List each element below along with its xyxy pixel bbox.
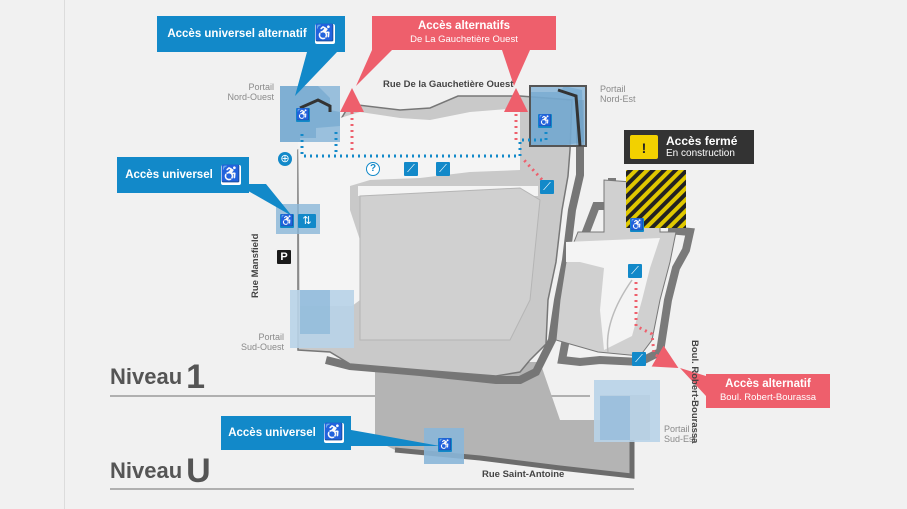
parking-icon: P: [277, 250, 291, 264]
wheelchair-icon: ♿: [296, 108, 310, 122]
callout-pointer-north-left: [356, 50, 392, 86]
alt-route-east: [634, 276, 679, 368]
wheelchair-icon: ♿: [630, 218, 644, 232]
level-u-word: Niveau: [110, 458, 183, 483]
callout-subtitle: Boul. Robert-Bourassa: [719, 392, 817, 403]
callout-pointer-west: [236, 184, 292, 216]
street-east-label: Boul. Robert-Bourassa: [689, 340, 700, 444]
callout-title: Accès alternatif: [725, 378, 811, 390]
callout-acces-universel-south[interactable]: Accès universel ♿: [221, 416, 351, 450]
level-1-word: Niveau: [110, 364, 183, 389]
wheelchair-icon: ♿: [438, 438, 452, 452]
callout-label: Accès universel alternatif: [167, 28, 307, 40]
escalator-icon: ⟋: [540, 180, 554, 194]
warning-icon: !: [630, 135, 658, 159]
info-icon: ?: [366, 162, 380, 176]
building-shadow-east: [325, 100, 584, 384]
callout-pointer-south: [340, 428, 440, 446]
wheelchair-icon: ♿: [220, 165, 241, 185]
portal-sud-ouest-label: Portail Sud-Ouest: [240, 332, 284, 352]
central-block: [359, 187, 541, 341]
portal-sud-est-label: Portail Sud-Est: [664, 424, 697, 444]
callout-acces-ferme[interactable]: ! Accès fermé En construction: [624, 130, 754, 164]
escalator-icon: ⟋: [436, 162, 450, 176]
page-divider: [64, 0, 65, 509]
callout-acces-alternatif-east[interactable]: Accès alternatif Boul. Robert-Bourassa: [706, 374, 830, 408]
elevator-icon: ⇅: [298, 214, 316, 228]
wheelchair-icon: ♿: [323, 423, 344, 443]
escalator-icon: ⟋: [628, 264, 642, 278]
street-west-label: Rue Mansfield: [250, 233, 261, 298]
parking-label: P: [280, 251, 288, 263]
street-south-label: Rue Saint-Antoine: [482, 469, 565, 480]
closed-title: Accès fermé: [666, 133, 738, 148]
callout-acces-universel-alternatif[interactable]: Accès universel alternatif ♿: [157, 16, 345, 52]
callout-acces-alternatifs-north[interactable]: Accès alternatifs De La Gauchetière Oues…: [372, 16, 556, 50]
annex-shadow: [557, 178, 695, 367]
wheelchair-icon: ♿: [280, 214, 294, 228]
portal-nord-ouest-label: Portail Nord-Ouest: [227, 82, 274, 102]
callout-subtitle: De La Gauchetière Ouest: [410, 34, 518, 45]
universal-route: [300, 120, 548, 158]
callout-pointer-alt: [295, 52, 337, 96]
street-north-label: Rue De la Gauchetière Ouest: [383, 79, 514, 90]
info-label: ?: [369, 163, 377, 174]
portal-nord-est-label: Portail Nord-Est: [600, 84, 636, 104]
callout-label: Accès universel: [228, 427, 316, 439]
wheelchair-icon: ♿: [314, 24, 335, 44]
escalator-icon: ⟋: [404, 162, 418, 176]
callout-acces-universel-west[interactable]: Accès universel ♿: [117, 157, 249, 193]
level-1-number: 1: [186, 358, 206, 396]
wheelchair-icon: ♿: [538, 114, 552, 128]
callout-label: Accès universel: [125, 169, 213, 181]
callout-pointer-north-right: [502, 50, 530, 86]
escalator-icon: ⟋: [632, 352, 646, 366]
callout-title: Accès alternatifs: [417, 20, 511, 32]
portal-nord-ouest-area: [280, 86, 340, 142]
metro-icon: ⊕: [278, 152, 292, 166]
level-u-number: U: [186, 452, 211, 490]
closed-subtitle: En construction: [666, 147, 735, 159]
callout-pointer-east: [680, 368, 706, 396]
